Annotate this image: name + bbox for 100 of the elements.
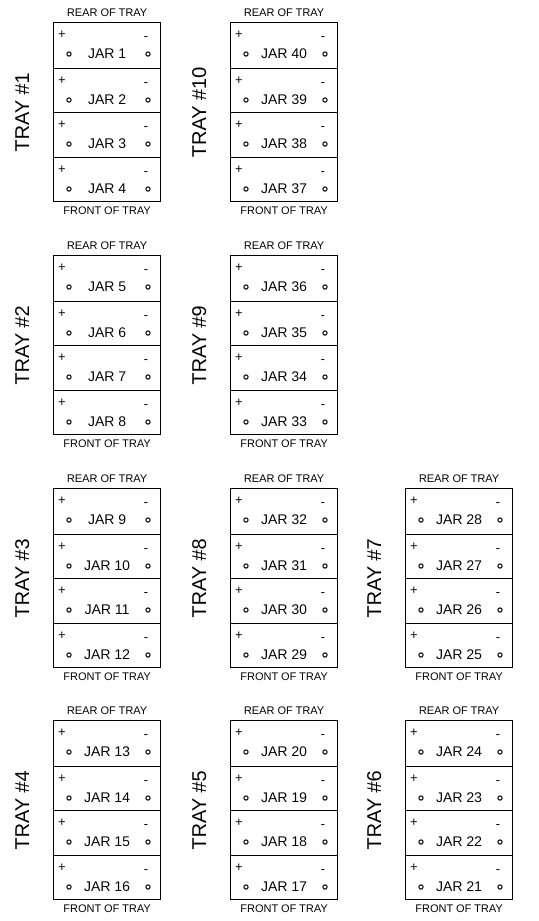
plus-sign: + [235,306,243,318]
front-label: FRONT OF TRAY [63,206,151,217]
plus-sign: + [235,260,243,273]
plus-sign: + [58,350,66,363]
plus-sign: + [410,493,418,506]
jar-label: JAR 22 [436,834,482,848]
plus-sign: + [235,860,243,872]
rear-label: REAR OF TRAY [66,241,148,252]
jar-label: JAR 33 [261,414,307,428]
rear-label: REAR OF TRAY [244,474,324,485]
tray-box [53,22,161,202]
plus-sign: + [58,628,66,640]
tray-box [53,720,161,900]
jar-label: JAR 35 [261,324,307,338]
minus-sign: - [320,396,325,410]
jar-label: JAR 39 [261,92,307,106]
plus-sign: + [235,27,243,40]
minus-sign: - [496,495,500,508]
front-label: FRONT OF TRAY [63,672,151,683]
minus-sign: - [496,727,500,740]
rear-label: REAR OF TRAY [66,474,148,485]
rear-label: REAR OF TRAY [66,8,148,19]
jar-label: JAR 10 [84,558,130,572]
jar-label: JAR 29 [261,646,307,660]
minus-sign: - [496,540,500,554]
minus-sign: - [144,308,148,320]
tray-box [230,255,338,435]
minus-sign: - [320,495,325,508]
minus-sign: - [496,585,500,598]
minus-sign: - [320,308,325,320]
rear-label: REAR OF TRAY [244,706,324,717]
jar-label: JAR 11 [84,602,130,616]
minus-sign: - [144,862,148,874]
front-label: FRONT OF TRAY [240,904,328,915]
tray-box [230,720,338,900]
minus-sign: - [496,862,500,874]
tray-label: TRAY #10 [190,66,210,158]
minus-sign: - [144,74,148,88]
plus-sign: + [410,815,418,828]
minus-sign: - [144,817,148,830]
jar-label: JAR 1 [88,46,126,60]
front-label: FRONT OF TRAY [415,904,503,915]
plus-sign: + [235,72,243,86]
rear-label: REAR OF TRAY [418,474,500,485]
minus-sign: - [144,727,148,740]
plus-sign: + [58,162,66,174]
jar-label: JAR 6 [88,324,126,338]
minus-sign: - [320,772,325,786]
plus-sign: + [58,860,66,872]
minus-sign: - [320,630,325,642]
jar-label: JAR 24 [436,744,482,758]
jar-label: JAR 37 [261,180,307,194]
tray-label: TRAY #3 [13,538,33,618]
plus-sign: + [58,493,66,506]
minus-sign: - [320,119,325,132]
plus-sign: + [58,583,66,596]
jar-label: JAR 36 [261,279,307,293]
plus-sign: + [58,394,66,408]
jar-label: JAR 27 [436,558,482,572]
jar-label: JAR 40 [261,46,307,60]
minus-sign: - [320,74,325,88]
minus-sign: - [320,540,325,554]
tray-box [405,488,513,668]
plus-sign: + [410,538,418,552]
jar-label: JAR 23 [436,790,482,804]
jar-label: JAR 32 [261,512,307,526]
rear-label: REAR OF TRAY [66,706,148,717]
minus-sign: - [144,630,148,642]
plus-sign: + [235,725,243,738]
minus-sign: - [320,817,325,830]
minus-sign: - [144,396,148,410]
jar-label: JAR 31 [261,558,307,572]
jar-label: JAR 30 [261,602,307,616]
minus-sign: - [320,727,325,740]
jar-label: JAR 26 [436,602,482,616]
minus-sign: - [320,862,325,874]
minus-sign: - [320,585,325,598]
minus-sign: - [144,164,148,176]
rear-label: REAR OF TRAY [244,8,324,19]
minus-sign: - [144,119,148,132]
plus-sign: + [410,770,418,784]
plus-sign: + [58,538,66,552]
jar-label: JAR 34 [261,369,307,383]
tray-label: TRAY #4 [13,770,33,850]
minus-sign: - [496,817,500,830]
plus-sign: + [235,815,243,828]
jar-label: JAR 21 [436,878,482,892]
tray-label: TRAY #6 [365,770,385,850]
plus-sign: + [235,394,243,408]
jar-label: JAR 12 [84,646,130,660]
plus-sign: + [235,117,243,130]
minus-sign: - [320,29,325,42]
tray-box [230,22,338,202]
plus-sign: + [410,628,418,640]
jar-label: JAR 17 [261,878,307,892]
jar-label: JAR 8 [88,414,126,428]
minus-sign: - [496,630,500,642]
plus-sign: + [58,306,66,318]
minus-sign: - [320,262,325,275]
jar-label: JAR 25 [436,646,482,660]
